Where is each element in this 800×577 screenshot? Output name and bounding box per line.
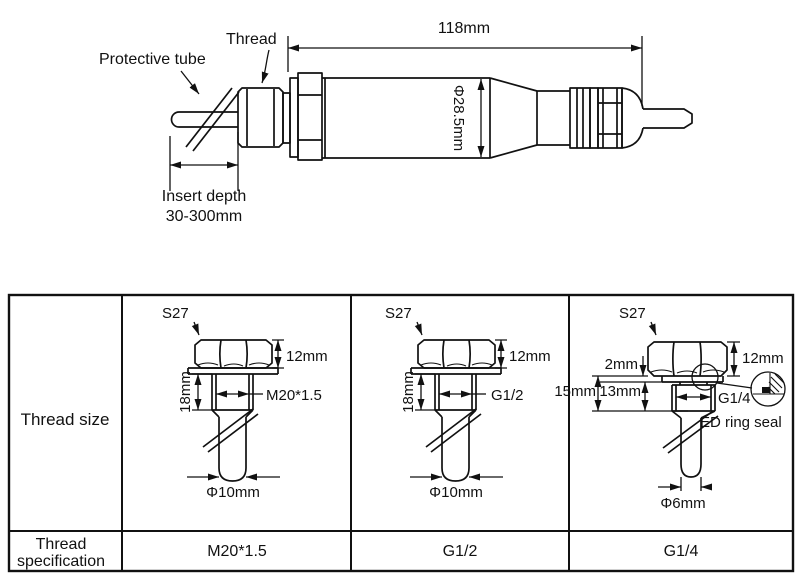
total-length-label: 15mm <box>554 383 596 400</box>
bolt-diagram-m20: S27 12mm 18mm M20*1.5 Φ10mm M20*1.5 <box>162 305 328 560</box>
thread-dia-label: G1/2 <box>491 387 524 404</box>
thread-dia-label: M20*1.5 <box>266 387 322 404</box>
cap-and-cable <box>621 87 693 149</box>
seal-detail-leader <box>716 382 753 389</box>
thread-length-label: 13mm <box>599 383 641 400</box>
tip-dia-label: Φ6mm <box>660 495 705 512</box>
flange-body <box>297 72 323 161</box>
thread-arrow <box>261 49 270 84</box>
main-body <box>322 77 491 159</box>
tube-break-slashes <box>185 87 240 152</box>
top-dimensions: Protective tube Thread 118mm Φ28.5mm Ins… <box>99 20 643 225</box>
seal-label: ED ring seal <box>700 414 782 431</box>
spec-cell-g14: G1/4 <box>664 543 699 560</box>
wrench-size-label: S27 <box>385 305 412 322</box>
thread-label: Thread <box>226 31 277 48</box>
seal-hatching <box>767 373 785 395</box>
spec-cell-m20: M20*1.5 <box>207 543 267 560</box>
head-height-label: 12mm <box>286 348 328 365</box>
length-dim-text: 118mm <box>438 20 490 37</box>
thread-length-label: 18mm <box>400 371 417 413</box>
break-slashes <box>662 410 719 454</box>
protective-tube-shape <box>170 111 238 128</box>
washer-shape <box>282 92 291 144</box>
gland-ring-c <box>597 87 623 149</box>
wrench-size-label: S27 <box>619 305 646 322</box>
thread-length-label: 18mm <box>177 371 194 413</box>
gland-ring-a-lines <box>576 88 584 148</box>
seal-highlight-circle <box>691 363 719 391</box>
spec-table-grid: Thread size Thread specification <box>7 293 795 573</box>
spec-cell-g12: G1/2 <box>443 543 478 560</box>
diameter-dim-text: Φ28.5mm <box>450 85 467 151</box>
gland-ring-b <box>589 87 599 149</box>
thread-dia-label: G1/4 <box>718 390 751 407</box>
tip-dia-label: Φ10mm <box>429 484 483 501</box>
tip-dia-ext-lines <box>680 477 702 491</box>
row-header-spec-line2: specification <box>17 553 105 570</box>
hex-head <box>647 341 728 377</box>
table-border <box>7 293 795 573</box>
bolt-diagram-g14: S27 12mm 2mm 15mm 13mm G1/4 ED ring seal… <box>554 305 786 560</box>
insert-depth-label: Insert depth <box>162 188 247 205</box>
gland-ring-a <box>569 87 591 149</box>
gland-ring-c-lines <box>598 88 622 148</box>
seal-detail-bubble <box>750 371 786 407</box>
flange-detail-lines <box>298 94 322 141</box>
insert-depth-range: 30-300mm <box>166 208 242 225</box>
bolt-diagram-g12: S27 12mm 18mm G1/2 Φ10mm G1/2 <box>385 305 551 560</box>
head-height-label: 12mm <box>742 350 784 367</box>
thread-hex-shape <box>237 87 284 148</box>
seal-rubber-block <box>762 387 770 393</box>
sensor-side-view <box>170 72 693 161</box>
washer-thickness-label: 2mm <box>605 356 638 373</box>
table-column-lines <box>121 295 570 571</box>
flange-ring <box>289 77 299 158</box>
hex-chamfer-arcs <box>650 369 725 374</box>
row-header-spec-line1: Thread <box>36 536 87 553</box>
body-taper-neck <box>489 77 570 159</box>
protective-tube-arrow <box>180 70 200 95</box>
row-header-thread-size: Thread size <box>21 410 110 429</box>
tip-dia-label: Φ10mm <box>206 484 260 501</box>
head-height-label: 12mm <box>509 348 551 365</box>
hex-facet-lines <box>672 341 702 377</box>
insert-depth-ext-lines <box>169 132 239 191</box>
s27-leader-arrow <box>648 321 657 336</box>
wrench-size-label: S27 <box>162 305 189 322</box>
protective-tube-label: Protective tube <box>99 51 206 68</box>
